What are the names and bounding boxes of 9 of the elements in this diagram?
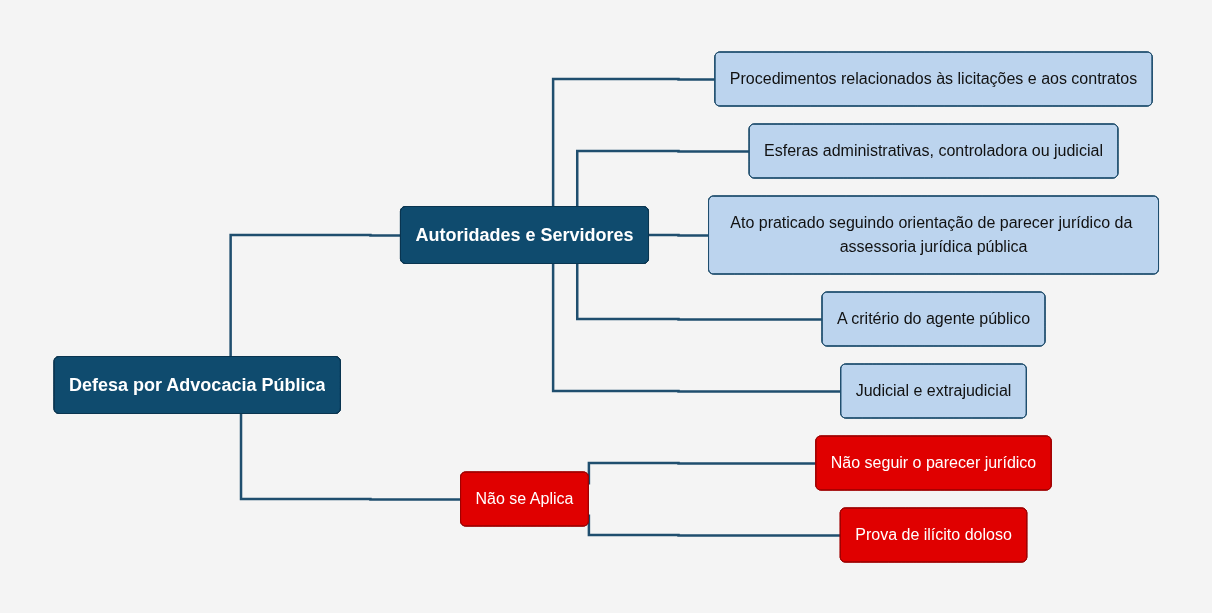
connector — [587, 513, 841, 537]
connector — [551, 77, 716, 207]
connector — [575, 149, 750, 207]
connector — [575, 263, 823, 321]
connector — [239, 413, 461, 501]
connector — [551, 263, 841, 393]
connector — [229, 233, 401, 357]
connector — [647, 233, 709, 237]
connector — [587, 461, 817, 485]
